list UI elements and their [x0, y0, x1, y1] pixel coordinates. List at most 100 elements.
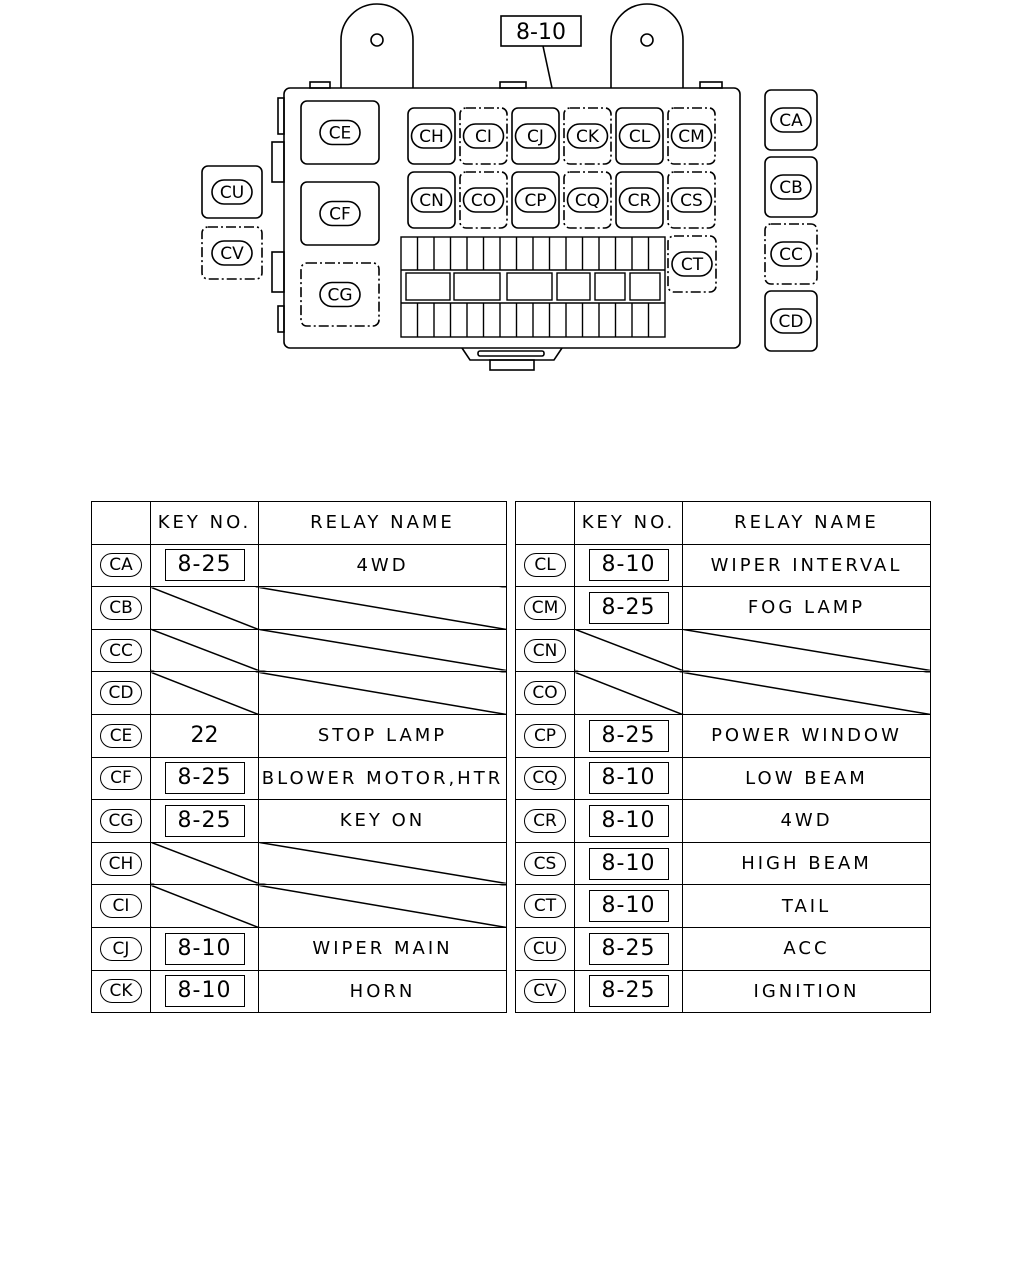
relay-name-cell	[258, 884, 507, 928]
relay-code: CL	[524, 553, 566, 578]
table-row: CK 8-10 HORN	[91, 969, 507, 1014]
relay-code-cell: CQ	[515, 756, 575, 801]
relay-name: ACC	[783, 938, 830, 960]
relay-name-cell	[258, 586, 507, 630]
relay-code-cell: CO	[515, 671, 575, 715]
key-no-cell: 8-25	[574, 713, 683, 758]
table-row: CE 22 STOP LAMP	[91, 713, 507, 758]
relay-code: CN	[524, 638, 566, 663]
relay-name: WIPER INTERVAL	[710, 554, 903, 576]
relay-name-cell: ACC	[682, 926, 931, 971]
table-header-row: KEY NO. RELAY NAME	[515, 501, 931, 545]
relay-code-cell: CI	[91, 884, 151, 928]
key-no-cell: 22	[150, 713, 259, 758]
relay-code-cell: CH	[91, 841, 151, 886]
relay-name-cell: TAIL	[682, 884, 931, 928]
table-row: CC	[91, 628, 507, 673]
key-no: 8-25	[588, 932, 669, 965]
mounting-ears	[340, 3, 684, 88]
relay-code-cell: CJ	[91, 926, 151, 971]
relay-table-right: KEY NO. RELAY NAME CL 8-10 WIPER INTERVAL C…	[515, 501, 931, 1014]
relay-code-label: CN	[419, 191, 444, 211]
relay-code-label: CM	[678, 127, 705, 147]
table-row: CO	[515, 671, 931, 715]
relay-name: LOW BEAM	[745, 767, 868, 789]
relay-code-cell: CK	[91, 969, 151, 1014]
relay-name: HIGH BEAM	[741, 853, 872, 875]
relay-code-label: CF	[329, 205, 351, 225]
relay-code-label: CJ	[527, 127, 544, 147]
relay-name: TAIL	[781, 895, 832, 917]
relay-slot: CV	[201, 226, 263, 280]
relay-code-label: CS	[680, 191, 703, 211]
relay-name-cell: POWER WINDOW	[682, 713, 931, 758]
relay-slot: CR	[615, 171, 664, 229]
relay-code: CD	[100, 681, 142, 706]
table-row: CP 8-25 POWER WINDOW	[515, 713, 931, 758]
relay-code: CE	[100, 723, 142, 748]
key-no: 8-10	[588, 847, 669, 880]
relay-code: CH	[100, 851, 142, 876]
relay-name: IGNITION	[753, 980, 860, 1002]
key-no-cell: 8-10	[574, 799, 683, 843]
relay-code: CV	[524, 979, 566, 1004]
relay-name: 4WD	[780, 810, 833, 832]
table-row: CD	[91, 671, 507, 715]
relay-slot: CA	[764, 89, 818, 151]
relay-code-cell: CE	[91, 713, 151, 758]
relay-name: HORN	[349, 980, 416, 1002]
relay-slot: CS	[667, 171, 716, 229]
relay-code: CU	[524, 936, 566, 961]
relay-code: CM	[524, 595, 566, 620]
relay-name-cell: FOG LAMP	[682, 586, 931, 630]
key-no-cell	[574, 628, 683, 673]
relay-code-label: CA	[779, 111, 803, 131]
relay-code-label: CU	[220, 183, 244, 203]
code-header	[515, 501, 575, 545]
table-row: CU 8-25 ACC	[515, 926, 931, 971]
table-row: CM 8-25 FOG LAMP	[515, 586, 931, 630]
key-no-cell: 8-10	[574, 841, 683, 886]
relay-code-label: CV	[220, 244, 244, 264]
relay-code-label: CC	[779, 245, 803, 265]
key-no: 8-25	[164, 804, 245, 837]
relay-slot: CH	[407, 107, 456, 165]
key-no-cell: 8-25	[150, 543, 259, 588]
table-row: CV 8-25 IGNITION	[515, 969, 931, 1014]
key-no: 8-25	[588, 719, 669, 752]
relay-name: STOP LAMP	[317, 725, 448, 747]
relay-code-cell: CG	[91, 799, 151, 843]
key-no-cell	[150, 628, 259, 673]
relay-code-label: CD	[779, 312, 804, 332]
key-no: 8-10	[164, 975, 245, 1008]
relay-code-cell: CP	[515, 713, 575, 758]
key-no: 8-10	[164, 932, 245, 965]
key-no-cell	[150, 884, 259, 928]
relay-name-cell: 4WD	[682, 799, 931, 843]
relay-code: CJ	[100, 936, 142, 961]
key-no-cell	[150, 586, 259, 630]
relay-code-cell: CU	[515, 926, 575, 971]
relay-code-label: CP	[524, 191, 546, 211]
key-no: 8-25	[164, 762, 245, 795]
relay-slot: CE	[300, 100, 380, 165]
key-no: 8-25	[588, 591, 669, 624]
relay-code: CB	[100, 595, 142, 620]
key-no: 22	[190, 723, 219, 749]
relay-slot: CB	[764, 156, 818, 218]
table-row: CB	[91, 586, 507, 630]
relay-code-label: CG	[327, 286, 352, 306]
relay-code-cell: CN	[515, 628, 575, 673]
relay-name: KEY ON	[339, 810, 426, 832]
relay-code: CO	[524, 681, 566, 706]
relay-code: CC	[100, 638, 142, 663]
relay-slot: CL	[615, 107, 664, 165]
fuse-block	[400, 236, 666, 338]
key-no: 8-25	[588, 975, 669, 1008]
table-header-row: KEY NO. RELAY NAME	[91, 501, 507, 545]
relay-name-cell: HIGH BEAM	[682, 841, 931, 886]
